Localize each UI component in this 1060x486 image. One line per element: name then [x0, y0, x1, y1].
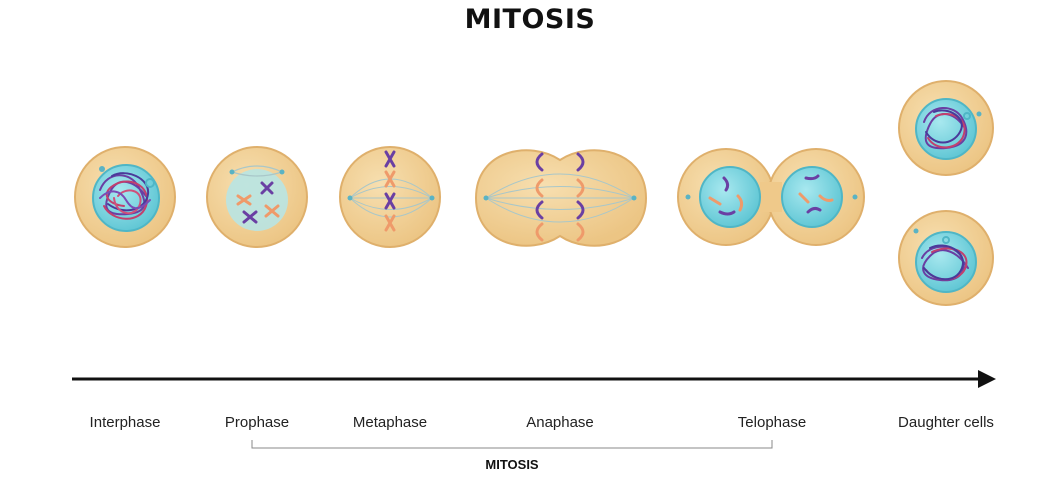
centrosome-icon [99, 166, 105, 172]
label-telophase: Telophase [737, 414, 807, 431]
interphase-cell [74, 146, 176, 248]
daughter-cell-bottom [898, 210, 994, 306]
telophase-cell [677, 148, 865, 246]
arrowhead-icon [978, 370, 996, 388]
nucleolus-icon [145, 178, 155, 188]
label-interphase: Interphase [89, 414, 161, 431]
anaphase-cell [474, 149, 648, 247]
timeline-arrow [72, 370, 996, 388]
diagram-title: MITOSIS [464, 4, 596, 35]
daughter-cell-top [898, 80, 994, 176]
label-prophase: Prophase [224, 414, 290, 431]
label-anaphase: Anaphase [526, 414, 594, 431]
label-daughter-cells: Daughter cells [898, 414, 994, 431]
prophase-cell [206, 146, 308, 248]
mitosis-bracket [251, 440, 773, 449]
metaphase-cell [339, 146, 441, 248]
chromatin-tangle [99, 172, 151, 220]
bracket-label: MITOSIS [485, 457, 539, 472]
label-metaphase: Metaphase [352, 414, 428, 431]
